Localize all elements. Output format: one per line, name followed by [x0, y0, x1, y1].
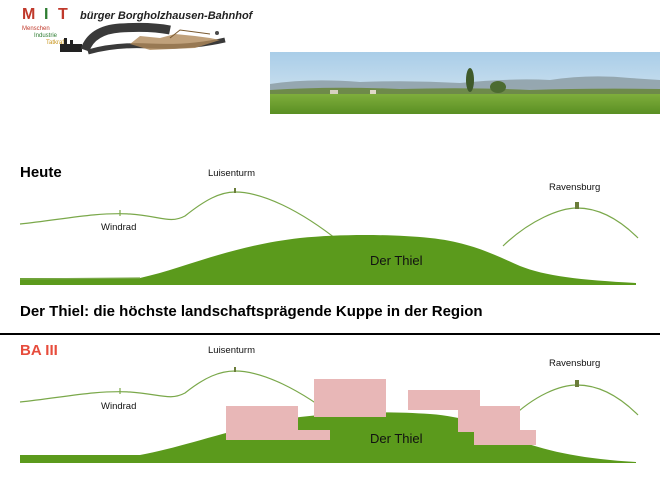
bottom-label-ravensburg: Ravensburg — [549, 358, 601, 369]
top-ridgeline-right — [502, 207, 639, 247]
logo-letter-t: T — [58, 6, 68, 23]
logo-word-industrie: Industrie — [34, 33, 58, 39]
top-heading: Heute — [20, 164, 62, 181]
building-block-3 — [314, 379, 386, 417]
building-block-4 — [408, 390, 480, 410]
bottom-ridgeline — [19, 370, 341, 422]
logo-word-menschen: Menschen — [22, 26, 50, 32]
landscape-photo-icon — [270, 52, 660, 114]
top-ground-line — [19, 277, 141, 280]
bottom-heading: BA III — [20, 342, 58, 359]
top-profile-diagram — [19, 188, 639, 285]
top-label-ravensburg: Ravensburg — [549, 182, 601, 193]
building-block-6 — [474, 430, 536, 445]
ravensburg-marker — [575, 202, 579, 209]
train-track-logo-icon — [60, 22, 226, 55]
section-divider — [0, 333, 660, 335]
caption: Der Thiel: die höchste landschaftsprägen… — [20, 303, 483, 320]
building-block-2 — [296, 430, 330, 440]
top-thiel-hill — [20, 235, 636, 285]
bottom-label-luisenturm: Luisenturm — [208, 345, 255, 356]
top-ridgeline — [19, 191, 341, 243]
logo-letter-i: I — [44, 6, 49, 23]
bottom-luisenturm-marker — [234, 367, 236, 372]
bottom-label-windrad: Windrad — [101, 401, 137, 412]
luisenturm-marker — [234, 188, 236, 193]
logo-title: bürger Borgholzhausen-Bahnhof — [80, 10, 253, 22]
bottom-profile-diagram — [19, 367, 639, 463]
logo-letter-m: M — [22, 6, 37, 23]
top-label-thiel: Der Thiel — [370, 253, 423, 268]
bottom-ravensburg-marker — [575, 380, 579, 387]
top-label-luisenturm: Luisenturm — [208, 168, 255, 179]
landscape-photo — [270, 52, 660, 114]
bottom-label-thiel: Der Thiel — [370, 431, 423, 446]
building-block-1 — [226, 406, 298, 440]
top-label-windrad: Windrad — [101, 222, 137, 233]
logo-word-tatkraft: Tatkraft — [46, 40, 66, 46]
building-block-5 — [458, 406, 520, 432]
bottom-ridgeline-right — [509, 384, 639, 420]
logo: M I T bürger Borgholzhausen-Bahnhof Mens… — [20, 0, 252, 60]
